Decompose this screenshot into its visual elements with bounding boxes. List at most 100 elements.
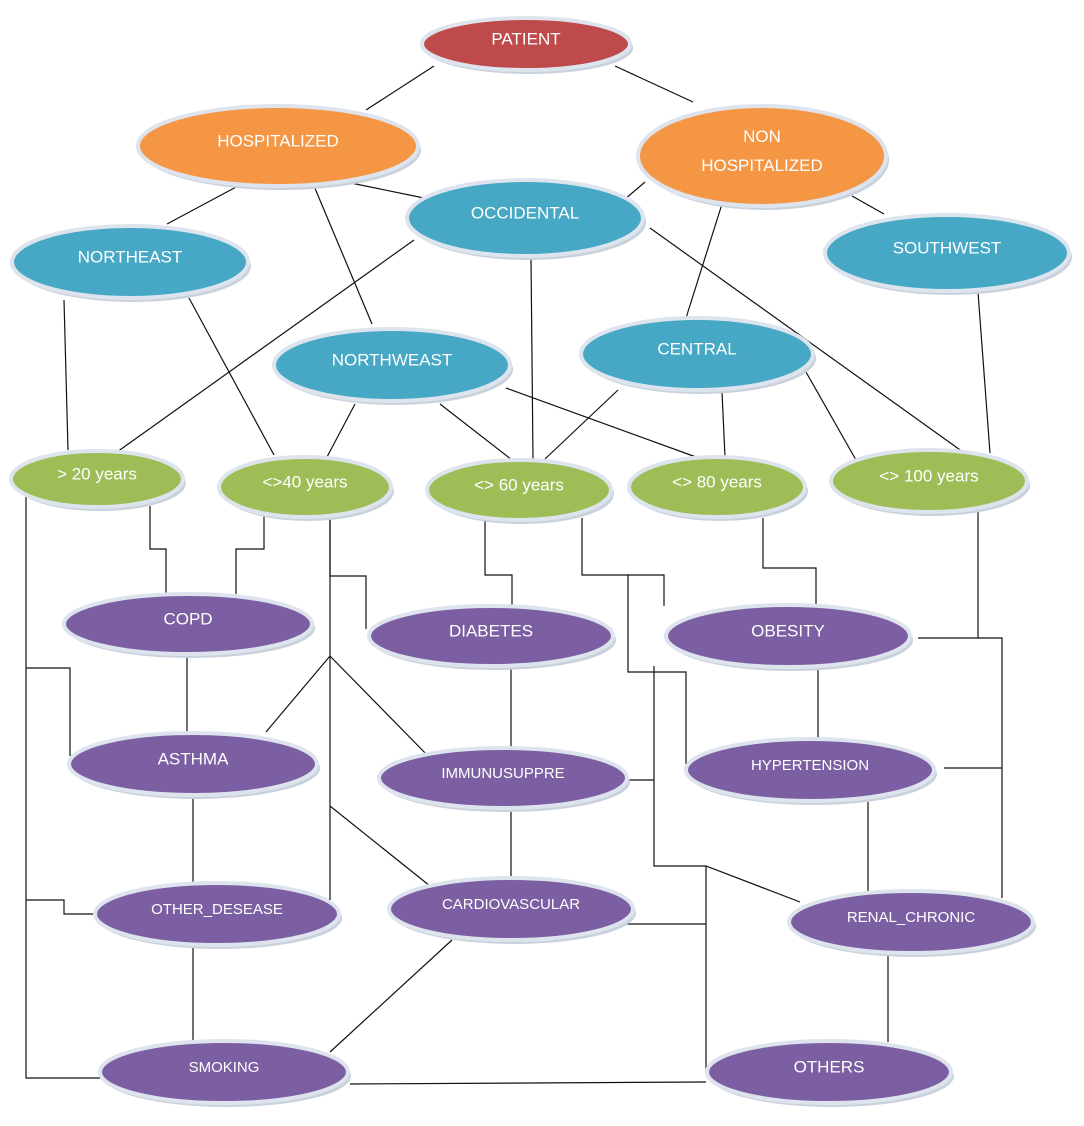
node-label: SOUTHWEST: [893, 238, 1002, 257]
node-label: HYPERTENSION: [751, 757, 869, 774]
node-label: PATIENT: [491, 29, 560, 48]
connector-line: [505, 387, 697, 458]
node-immunusuppre: IMMUNUSUPPRE: [377, 746, 630, 812]
node-ellipse: [136, 104, 420, 188]
node-asthma: ASTHMA: [67, 731, 320, 799]
node-ellipse: [367, 604, 615, 668]
node-label: > 20 years: [57, 464, 137, 483]
node-ellipse: [829, 448, 1029, 514]
connector-line: [581, 518, 665, 606]
node-label: OTHER_DESEASE: [151, 901, 283, 918]
connector-line: [484, 520, 513, 606]
node-label: OCCIDENTAL: [471, 203, 579, 222]
connector-line: [627, 575, 687, 764]
node-occidental: OCCIDENTAL: [405, 178, 646, 260]
node-ellipse: [664, 603, 912, 669]
connector-line: [26, 899, 96, 915]
node-others: OTHERS: [705, 1039, 954, 1107]
connector-line: [329, 805, 431, 887]
node-label: OTHERS: [794, 1057, 865, 1076]
connector-line: [762, 518, 817, 605]
node-ellipse: [823, 213, 1071, 293]
node-cardiovascular: CARDIOVASCULAR: [387, 876, 636, 944]
node-ellipse: [272, 327, 512, 403]
node-ellipse: [62, 592, 314, 656]
connector-line: [365, 65, 435, 111]
connector-line: [329, 518, 367, 629]
connector-line: [977, 291, 991, 454]
node-label: <> 100 years: [879, 466, 978, 485]
connector-line: [326, 403, 356, 458]
node-label: HOSPITALIZED: [701, 156, 823, 175]
node-label: CENTRAL: [657, 339, 736, 358]
node-label: <> 60 years: [474, 475, 564, 494]
connector-line: [265, 655, 331, 733]
connector-line: [439, 403, 513, 461]
node-label: HOSPITALIZED: [217, 131, 339, 150]
node-label: NORTHEAST: [78, 247, 183, 266]
node-ellipse: [579, 316, 815, 392]
node-obesity: OBESITY: [664, 603, 913, 671]
node-ellipse: [627, 455, 807, 519]
node-hypertension: HYPERTENSION: [684, 737, 937, 805]
node-ellipse: [93, 881, 341, 947]
node-ellipse: [684, 737, 936, 803]
node-age-100: <> 100 years: [829, 448, 1030, 516]
node-age-20: > 20 years: [9, 449, 186, 511]
node-northeast: NORTHEAST: [10, 224, 251, 302]
node-ellipse: [217, 455, 393, 519]
connector-line: [721, 391, 726, 458]
connector-line: [530, 257, 534, 461]
connector-line: [614, 65, 694, 103]
node-age-80: <> 80 years: [627, 455, 808, 521]
node-southwest: SOUTHWEST: [823, 213, 1072, 295]
connector-line: [188, 297, 275, 456]
node-label: IMMUNUSUPPRE: [441, 765, 564, 782]
connector-line: [313, 185, 373, 325]
connector-line: [316, 518, 331, 901]
node-label: RENAL_CHRONIC: [847, 909, 976, 926]
node-label: <> 80 years: [672, 472, 762, 491]
connector-line: [345, 181, 425, 199]
node-renal-chronic: RENAL_CHRONIC: [787, 889, 1036, 957]
node-ellipse: [98, 1039, 350, 1105]
connector-line: [235, 516, 265, 594]
node-ellipse: [425, 458, 613, 522]
node-label: COPD: [163, 609, 212, 628]
node-ellipse: [387, 876, 635, 942]
connector-line: [978, 637, 1003, 898]
node-label: OBESITY: [751, 621, 825, 640]
connector-line: [329, 655, 433, 761]
node-age-40: <>40 years: [217, 455, 394, 521]
connector-line: [149, 506, 167, 597]
node-label: <>40 years: [262, 472, 347, 491]
connector-line: [26, 667, 71, 756]
connector-line: [116, 239, 415, 453]
node-northweast: NORTHWEAST: [272, 327, 513, 405]
connector-line: [805, 371, 857, 461]
node-central: CENTRAL: [579, 316, 816, 394]
node-label: SMOKING: [189, 1059, 260, 1076]
connector-line: [653, 666, 801, 903]
connector-line: [349, 1081, 707, 1085]
node-ellipse: [405, 178, 645, 258]
connector-line: [166, 185, 239, 225]
connector-line: [329, 939, 453, 1053]
node-ellipse: [705, 1039, 953, 1105]
connector-line: [544, 389, 619, 460]
node-ellipse: [787, 889, 1035, 955]
node-ellipse: [420, 16, 632, 72]
node-diabetes: DIABETES: [367, 604, 616, 670]
node-other-desease: OTHER_DESEASE: [93, 881, 342, 949]
node-ellipse: [67, 731, 319, 797]
node-label: NORTHWEAST: [332, 350, 453, 369]
node-ellipse: [9, 449, 185, 509]
node-hospitalized: HOSPITALIZED: [136, 104, 421, 190]
connector-line: [25, 494, 102, 1079]
connector-line: [685, 203, 723, 319]
node-age-60: <> 60 years: [425, 458, 614, 524]
connector-line: [851, 195, 885, 215]
node-patient: PATIENT: [420, 16, 633, 74]
